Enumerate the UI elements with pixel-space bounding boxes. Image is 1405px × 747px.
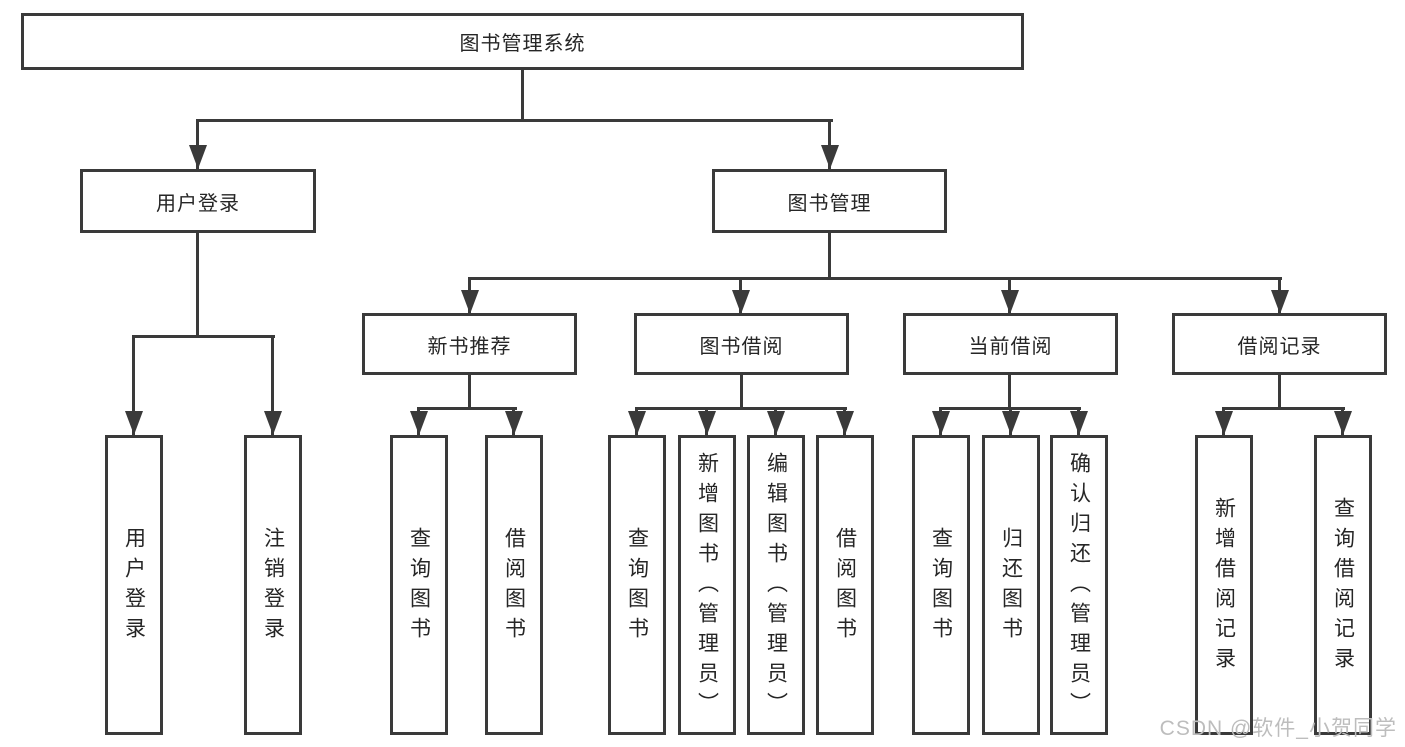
leaf-borrow-books-1: 借阅图书 xyxy=(485,435,543,735)
arrow-down-icon xyxy=(1001,290,1019,314)
node-borrow-records: 借阅记录 xyxy=(1172,313,1387,375)
leaf-add-book-admin: 新增图书（管理员） xyxy=(678,435,736,735)
arrow-down-icon xyxy=(1070,411,1088,435)
connector-stem xyxy=(132,335,135,435)
leaf-query-books-1: 查询图书 xyxy=(390,435,448,735)
leaf-user-login: 用户登录 xyxy=(105,435,163,735)
connector-drop xyxy=(740,375,743,407)
arrow-down-icon xyxy=(1271,290,1289,314)
connector-drop xyxy=(196,233,199,335)
connector-root-drop xyxy=(521,70,524,119)
node-current-borrow: 当前借阅 xyxy=(903,313,1118,375)
leaf-query-books-2: 查询图书 xyxy=(608,435,666,735)
leaf-query-books-3: 查询图书 xyxy=(912,435,970,735)
connector-bar xyxy=(635,407,847,410)
arrow-down-icon xyxy=(628,411,646,435)
arrow-down-icon xyxy=(461,290,479,314)
connector-drop xyxy=(1008,375,1011,407)
arrow-down-icon xyxy=(189,145,207,169)
connector-root-bar xyxy=(196,119,833,122)
leaf-query-borrow-record: 查询借阅记录 xyxy=(1314,435,1372,735)
arrow-down-icon xyxy=(1002,411,1020,435)
leaf-borrow-books-2: 借阅图书 xyxy=(816,435,874,735)
connector-bar xyxy=(468,277,1282,280)
leaf-logout: 注销登录 xyxy=(244,435,302,735)
connector-drop xyxy=(468,375,471,407)
arrow-down-icon xyxy=(505,411,523,435)
arrow-down-icon xyxy=(264,411,282,435)
arrow-down-icon xyxy=(767,411,785,435)
arrow-down-icon xyxy=(410,411,428,435)
arrow-down-icon xyxy=(1215,411,1233,435)
arrow-down-icon xyxy=(125,411,143,435)
leaf-confirm-return-admin: 确认归还（管理员） xyxy=(1050,435,1108,735)
leaf-add-borrow-record: 新增借阅记录 xyxy=(1195,435,1253,735)
arrow-down-icon xyxy=(821,145,839,169)
connector-stem xyxy=(196,119,199,169)
connector-stem xyxy=(271,335,274,435)
node-root-system: 图书管理系统 xyxy=(21,13,1024,70)
arrow-down-icon xyxy=(732,290,750,314)
arrow-down-icon xyxy=(698,411,716,435)
leaf-return-book: 归还图书 xyxy=(982,435,1040,735)
node-new-book-recommend: 新书推荐 xyxy=(362,313,577,375)
connector-bar xyxy=(417,407,517,410)
connector-drop xyxy=(1278,375,1281,407)
connector-bar xyxy=(1222,407,1345,410)
arrow-down-icon xyxy=(1334,411,1352,435)
leaf-edit-book-admin: 编辑图书（管理员） xyxy=(747,435,805,735)
arrow-down-icon xyxy=(932,411,950,435)
connector-bar xyxy=(132,335,275,338)
node-book-management: 图书管理 xyxy=(712,169,947,233)
watermark: CSDN @软件_小贺同学 xyxy=(1159,717,1397,740)
connector-drop xyxy=(828,233,831,277)
node-user-login: 用户登录 xyxy=(80,169,316,233)
connector-stem xyxy=(828,119,831,169)
arrow-down-icon xyxy=(836,411,854,435)
node-book-borrow: 图书借阅 xyxy=(634,313,849,375)
